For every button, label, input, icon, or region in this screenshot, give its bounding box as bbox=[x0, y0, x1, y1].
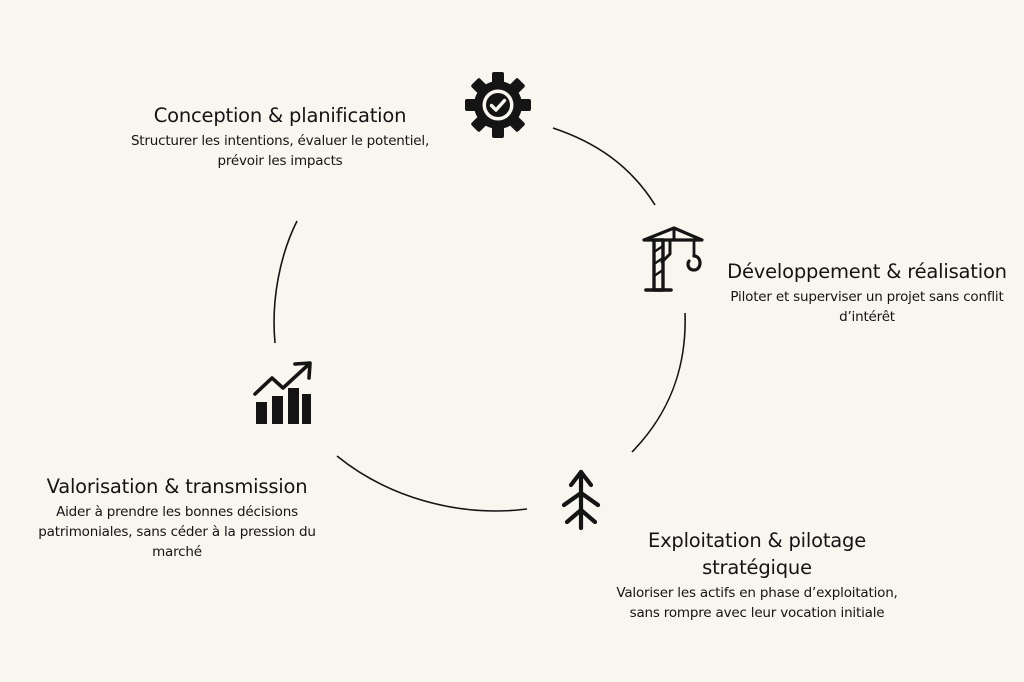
description-line: d’intérêt bbox=[839, 309, 895, 325]
growth-chart-icon bbox=[253, 361, 312, 424]
description-line: Structurer les intentions, évaluer le po… bbox=[130, 133, 430, 149]
stage-title: Valorisation & transmission bbox=[46, 475, 308, 498]
gear-check-icon bbox=[465, 72, 531, 138]
stage-description: Structurer les intentions, évaluer le po… bbox=[120, 131, 440, 171]
stage-description: Piloter et superviser un projet sans con… bbox=[714, 287, 1020, 327]
stage-title: Conception & planification bbox=[153, 104, 407, 127]
stage-exploitation: Exploitation & pilotage stratégique Valo… bbox=[600, 527, 914, 623]
description-line: prévoir les impacts bbox=[217, 153, 343, 169]
arc-crane-to-sprout bbox=[631, 312, 686, 453]
plant-sprout-icon bbox=[561, 469, 601, 531]
description-line: Valoriser les actifs en phase d’exploita… bbox=[616, 585, 898, 601]
description-line: Aider à prendre les bonnes décisions bbox=[56, 504, 298, 520]
stage-title: Développement & réalisation bbox=[727, 260, 1007, 283]
stage-conception: Conception & planification Structurer le… bbox=[120, 102, 440, 171]
description-line: Piloter et superviser un projet sans con… bbox=[730, 289, 1004, 305]
description-line: sans rompre avec leur vocation initiale bbox=[629, 605, 885, 621]
stage-description: Valoriser les actifs en phase d’exploita… bbox=[600, 583, 914, 623]
crane-icon bbox=[642, 226, 704, 292]
description-line: marché bbox=[152, 544, 202, 560]
arc-gear-to-crane bbox=[552, 127, 656, 206]
arc-sprout-to-chart bbox=[336, 455, 528, 512]
stage-title: Exploitation & pilotage stratégique bbox=[600, 527, 914, 581]
title-line: Exploitation & pilotage bbox=[647, 529, 867, 552]
description-line: patrimoniales, sans céder à la pression … bbox=[38, 524, 316, 540]
stage-description: Aider à prendre les bonnes décisions pat… bbox=[22, 502, 332, 562]
arc-chart-to-gear bbox=[273, 220, 298, 344]
stage-developpement: Développement & réalisation Piloter et s… bbox=[714, 258, 1020, 327]
title-line: stratégique bbox=[702, 556, 812, 579]
stage-valorisation: Valorisation & transmission Aider à pren… bbox=[22, 473, 332, 562]
